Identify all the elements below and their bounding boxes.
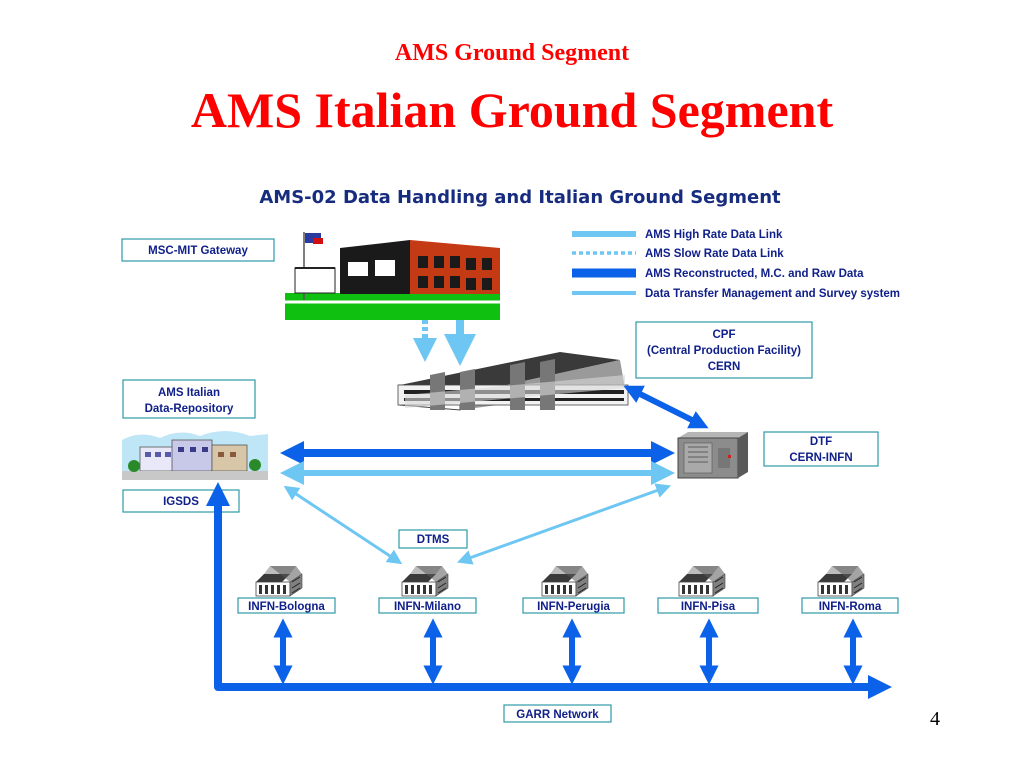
cpf-label-1: CPF	[713, 329, 736, 341]
repository-box	[122, 379, 256, 419]
site-label-pisa: INFN-Pisa	[681, 601, 736, 613]
legend-label-reconstructed: AMS Reconstructed, M.C. and Raw Data	[645, 268, 864, 280]
repository-building-picture	[122, 428, 268, 480]
repository-milano-link	[283, 485, 403, 565]
slide-subtitle: AMS Ground Segment	[394, 40, 630, 66]
igsds-label: IGSDS	[163, 496, 199, 508]
garr-backbone	[206, 482, 892, 699]
legend-label-management: Data Transfer Management and Survey syst…	[645, 288, 900, 300]
msc-gateway-label: MSC-MIT Gateway	[148, 245, 248, 257]
cpf-label-2: (Central Production Facility)	[647, 345, 801, 357]
site-label-bologna: INFN-Bologna	[248, 601, 325, 613]
garr-box	[503, 704, 612, 723]
legend: AMS High Rate Data Link AMS Slow Rate Da…	[572, 229, 900, 300]
diagram-title: AMS-02 Data Handling and Italian Ground …	[259, 187, 781, 208]
site-label-perugia: INFN-Perugia	[537, 601, 610, 613]
cern-dtf-link	[623, 385, 709, 429]
legend-label-slow-rate: AMS Slow Rate Data Link	[645, 248, 784, 260]
dtms-label: DTMS	[417, 534, 450, 546]
site-label-milano: INFN-Milano	[394, 601, 461, 613]
slide-title: AMS Italian Ground Segment	[190, 82, 834, 138]
site-building-bologna	[255, 565, 303, 597]
repository-label-1: AMS Italian	[158, 387, 220, 399]
dtf-label-1: DTF	[810, 436, 832, 448]
dtf-server-picture	[677, 432, 748, 479]
dtf-milano-link	[456, 483, 672, 565]
repository-label-2: Data-Repository	[145, 403, 234, 415]
page-number: 4	[930, 708, 940, 730]
site-building-perugia	[541, 565, 589, 597]
mit-building-picture	[285, 225, 500, 320]
msc-gateway-box	[121, 238, 275, 262]
dtf-label-2: CERN-INFN	[789, 452, 852, 464]
cpf-box	[635, 321, 813, 379]
cpf-label-3: CERN	[708, 361, 741, 373]
site-building-roma	[817, 565, 865, 597]
garr-label: GARR Network	[516, 709, 599, 721]
site-building-pisa	[678, 565, 726, 597]
site-label-roma: INFN-Roma	[819, 601, 882, 613]
site-building-milano	[401, 565, 449, 597]
cern-building-picture	[397, 352, 629, 411]
dtf-box	[763, 431, 879, 467]
legend-label-high-rate: AMS High Rate Data Link	[645, 229, 783, 241]
